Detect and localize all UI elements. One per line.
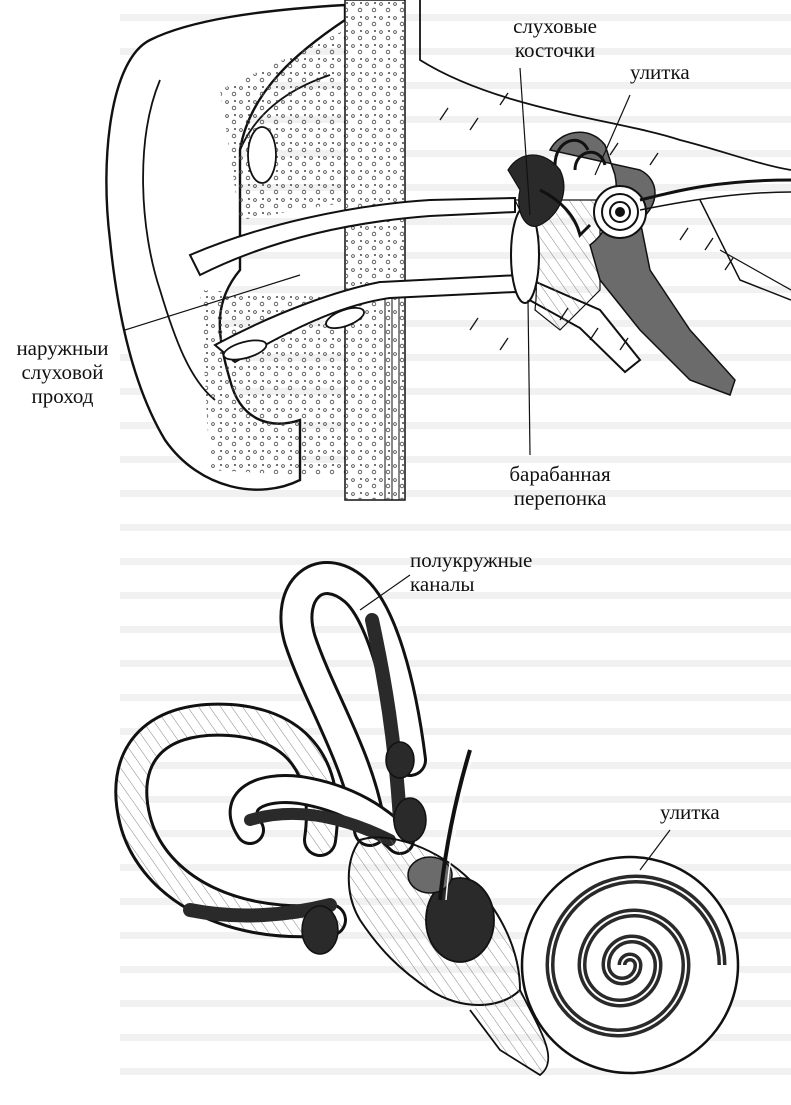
cochlea-spiral xyxy=(522,857,738,1073)
label-eardrum: барабанная перепонка xyxy=(495,462,625,510)
label-ear-canal: наружныи слуховой проход xyxy=(0,336,125,408)
label-cochlea-bottom: улитка xyxy=(660,800,720,824)
label-cochlea-top: улитка xyxy=(630,60,690,84)
label-semicircular-canals: полукружные каналы xyxy=(410,548,532,596)
label-ossicles: слуховые косточки xyxy=(500,14,610,62)
cochlea-top xyxy=(594,186,646,238)
